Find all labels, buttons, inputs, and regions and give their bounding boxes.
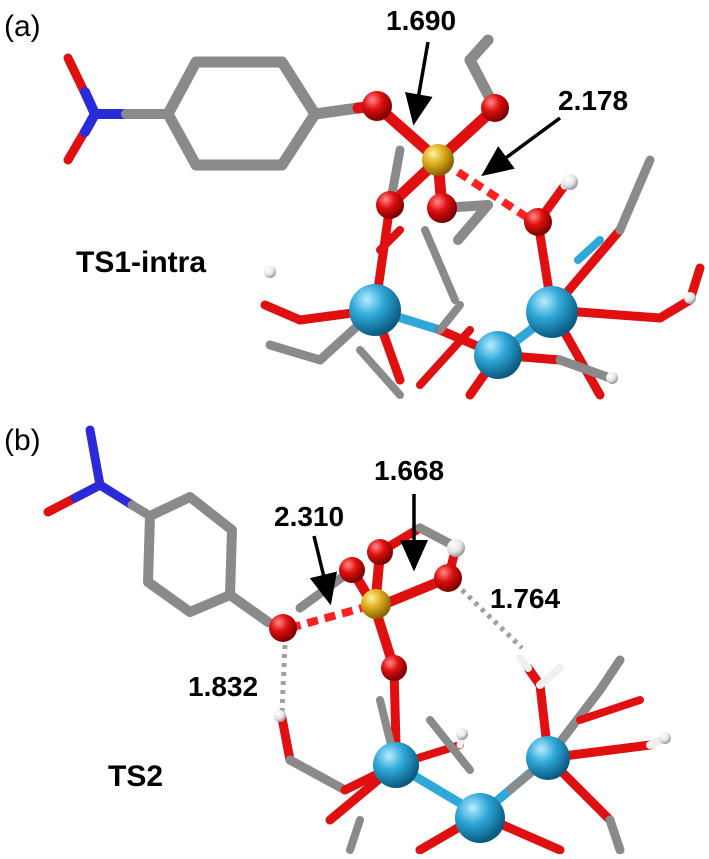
metal-atom xyxy=(526,736,570,780)
forming-bond-b xyxy=(288,604,364,632)
panel-a-label: (a) xyxy=(4,10,41,43)
oxygen-atom xyxy=(269,614,297,642)
hydrogen-atom xyxy=(264,266,276,278)
metal-atom xyxy=(474,331,522,379)
hydrogen-atom xyxy=(456,728,468,740)
metal-atom xyxy=(526,286,578,338)
pointer-arrow xyxy=(309,535,338,606)
phosphorus-atom xyxy=(422,144,454,176)
distance-label: 2.178 xyxy=(558,85,628,116)
panel-b-label: (b) xyxy=(4,424,41,457)
transition-state-name: TS2 xyxy=(108,760,163,793)
panel-a: (a) xyxy=(4,5,705,400)
oxygen-atom xyxy=(367,539,393,565)
distance-label: 1.690 xyxy=(386,5,456,36)
oxygen-atom xyxy=(339,557,365,583)
panel-b: (b) xyxy=(4,424,671,855)
hydrogen-atom xyxy=(684,292,696,304)
hydrogen-atom xyxy=(447,539,465,557)
distance-label: 1.764 xyxy=(490,583,560,614)
distance-label: 1.832 xyxy=(188,671,258,702)
hydrogen-atom xyxy=(274,710,286,722)
nitro-group-b xyxy=(43,425,155,521)
hydrogen-atom xyxy=(606,372,618,384)
phosphorus-atom xyxy=(361,589,391,619)
forming-bond-a xyxy=(455,168,531,222)
oxygen-atom xyxy=(381,655,407,681)
nitro-group-a xyxy=(63,53,173,165)
pointer-arrow xyxy=(481,116,562,177)
hydrogen-bond xyxy=(279,644,288,713)
phenyl-ring-a xyxy=(162,56,364,171)
oxygen-atom xyxy=(376,191,404,219)
hydrogen-atom xyxy=(562,174,578,190)
metal-atom xyxy=(455,793,505,843)
metal-atom xyxy=(373,742,419,788)
distance-label: 2.310 xyxy=(274,501,344,532)
oxygen-atom xyxy=(427,193,457,223)
metal-atom xyxy=(349,284,401,336)
phenyl-ring-b xyxy=(143,492,273,627)
hydrogen-atom xyxy=(659,732,671,744)
pointer-arrow xyxy=(405,41,433,126)
transition-state-name: TS1-intra xyxy=(76,246,206,279)
oxygen-atom xyxy=(362,91,392,121)
distance-label: 1.668 xyxy=(374,455,444,486)
oxygen-atom xyxy=(481,94,509,122)
oxygen-atom xyxy=(524,208,552,236)
oxygen-atom xyxy=(434,564,462,592)
